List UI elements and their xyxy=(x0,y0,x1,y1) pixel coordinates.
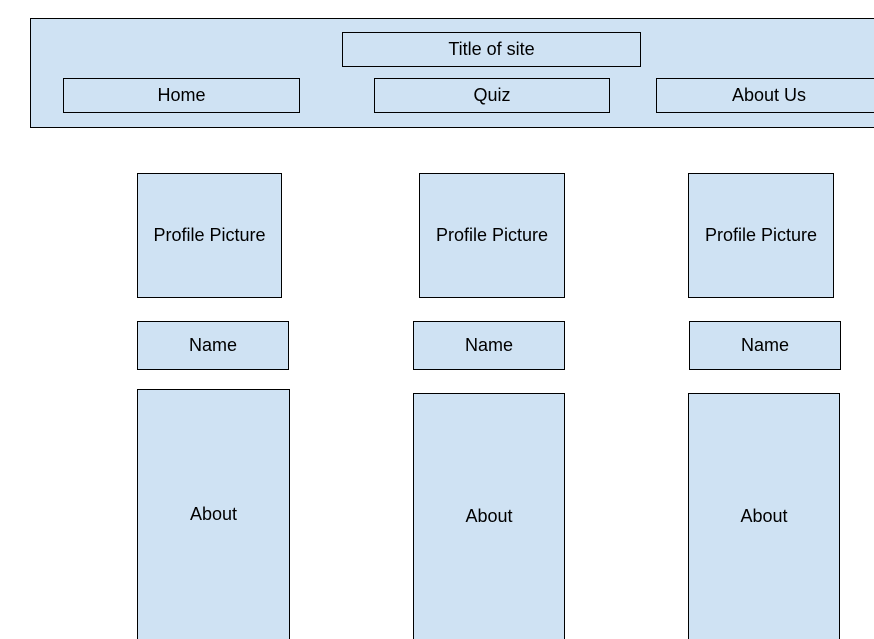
profile-about-3: About xyxy=(688,393,840,639)
profile-about-2: About xyxy=(413,393,565,639)
profile-name-1: Name xyxy=(137,321,289,370)
nav-quiz[interactable]: Quiz xyxy=(374,78,610,113)
nav-home[interactable]: Home xyxy=(63,78,300,113)
profile-picture-2: Profile Picture xyxy=(419,173,565,298)
profile-about-1: About xyxy=(137,389,290,639)
profile-picture-3: Profile Picture xyxy=(688,173,834,298)
nav-about-us[interactable]: About Us xyxy=(656,78,874,113)
profile-name-3: Name xyxy=(689,321,841,370)
profile-picture-1: Profile Picture xyxy=(137,173,282,298)
site-title: Title of site xyxy=(342,32,641,67)
profile-name-2: Name xyxy=(413,321,565,370)
